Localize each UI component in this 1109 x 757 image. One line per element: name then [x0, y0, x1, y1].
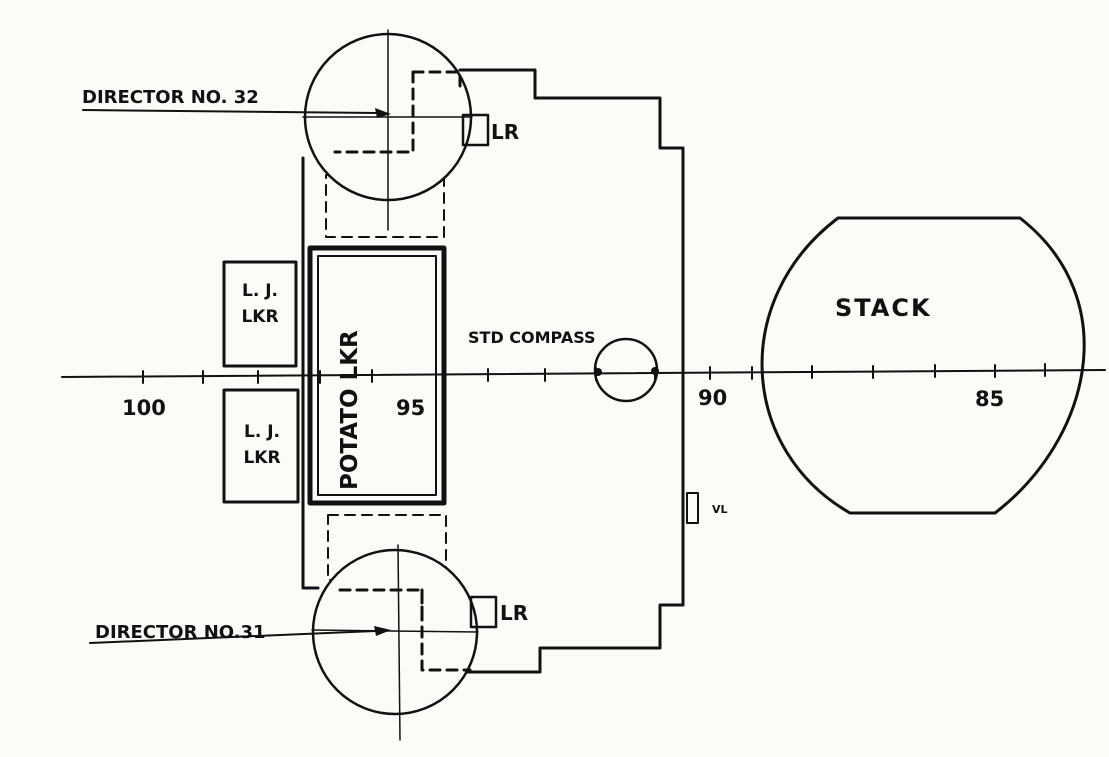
lj-locker-top-line1: L. J.: [242, 281, 278, 301]
lr-top-label: LR: [491, 120, 519, 144]
vl-label: VL: [712, 503, 728, 516]
stack-outline: [760, 216, 1086, 515]
std-compass-label: STD COMPASS: [468, 328, 596, 347]
director-32-label: DIRECTOR NO. 32: [82, 87, 259, 108]
lr-bottom-label: LR: [500, 601, 528, 625]
superstructure-outline: [301, 68, 685, 674]
std-compass-circle: [593, 337, 659, 403]
lj-locker-bottom-line2: LKR: [243, 448, 280, 468]
director-32-arrow: [375, 108, 391, 118]
stack-label: STACK: [835, 294, 932, 322]
std-compass-left-dot: [594, 368, 602, 376]
lj-locker-top-line2: LKR: [241, 307, 278, 327]
lj-locker-top: [222, 260, 298, 368]
potato-locker-label: POTATO LKR: [337, 330, 363, 490]
std-compass-right-dot: [651, 367, 659, 375]
frame-number-85: 85: [975, 387, 1004, 411]
potato-locker-inner: [317, 255, 437, 496]
director-31-label: DIRECTOR NO.31: [95, 622, 266, 643]
director-31: [311, 544, 498, 741]
director-31-arrow: [374, 626, 391, 636]
centerline-ticks: [142, 363, 1046, 384]
director-32-leader: [82, 109, 379, 114]
lj-locker-bottom-line1: L. J.: [244, 422, 280, 442]
director-31-leader: [89, 630, 376, 644]
centerline: [61, 369, 1106, 378]
potato-locker-outer: [307, 245, 447, 506]
director-32: [302, 29, 490, 231]
frame-number-100: 100: [122, 396, 166, 420]
frame-number-95: 95: [396, 396, 425, 420]
lj-locker-bottom: [222, 388, 300, 504]
vl-fitting: [686, 492, 699, 524]
frame-number-90: 90: [698, 386, 727, 410]
